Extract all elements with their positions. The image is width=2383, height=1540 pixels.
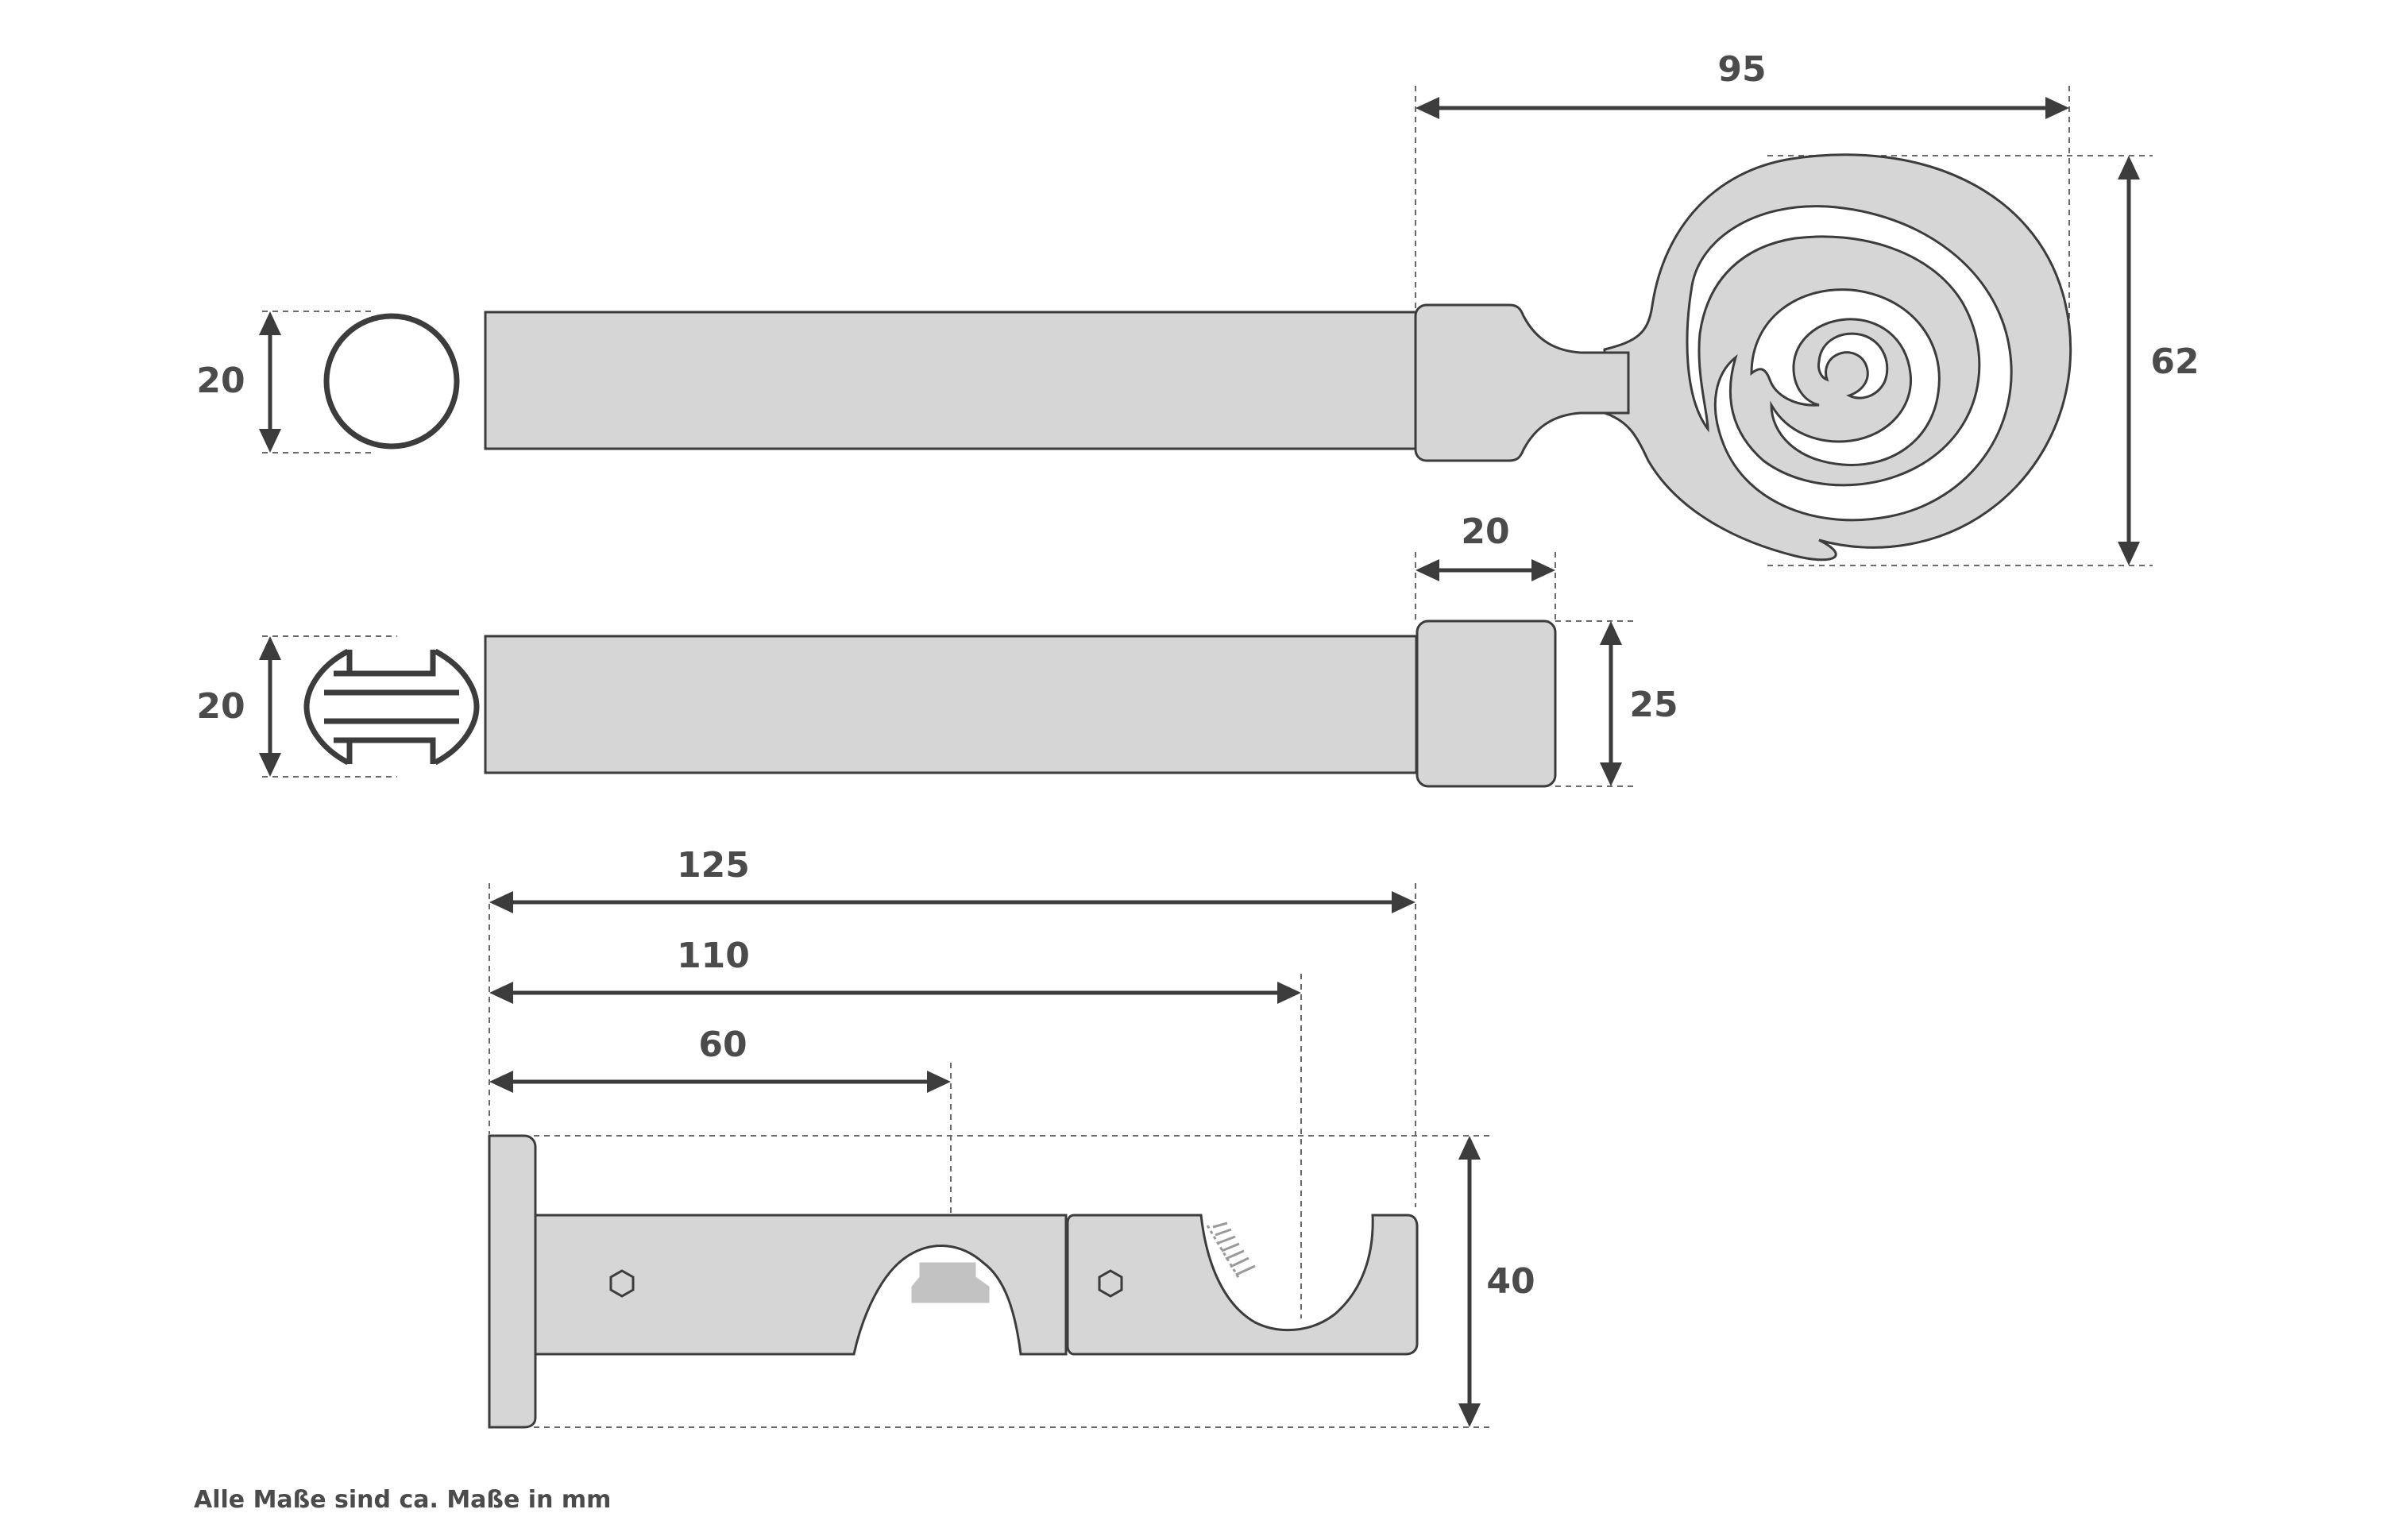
bracket-wall-plate: [488, 1134, 537, 1429]
bracket-spring-clip: [1206, 1222, 1256, 1279]
round-rod-profile: [323, 313, 460, 450]
round-rod-diameter-label: 20: [196, 361, 245, 401]
bracket-assembly: 125 110 60 40: [488, 845, 1535, 1429]
dimension-bracket-height: 40: [1458, 1136, 1535, 1427]
bracket-inner-hook-label: 60: [698, 1025, 747, 1065]
dimension-endcap-height: 25: [1600, 621, 1678, 786]
finial-height-label: 62: [2150, 342, 2199, 382]
bracket-total-label: 125: [677, 845, 750, 886]
round-rod-body: [484, 311, 1418, 450]
end-cap: [1416, 619, 1557, 788]
dimension-bracket-total: 125: [489, 845, 1416, 913]
dimension-round-rod-diameter: 20: [196, 311, 281, 453]
finial-length-label: 95: [1717, 49, 1766, 90]
dimension-bracket-inner-hook: 60: [489, 1025, 951, 1093]
round-rod-assembly: 20 95 62: [196, 49, 2200, 566]
dimension-rail-rod-diameter: 20: [196, 636, 281, 777]
dimension-finial-length: 95: [1416, 49, 2069, 119]
bracket-outer-hook-label: 110: [677, 936, 750, 976]
bracket-inner-arm: [534, 1214, 1068, 1356]
spiral-finial: [1414, 153, 2072, 562]
bracket-outer-arm: [1066, 1214, 1419, 1356]
rail-rod-diameter-label: 20: [196, 686, 245, 727]
dimension-bracket-outer-hook: 110: [489, 936, 1301, 1004]
inner-screw-icon: [609, 1269, 635, 1298]
outer-screw-icon: [1098, 1269, 1123, 1298]
rail-rod-assembly: 20 20 25: [196, 511, 1678, 788]
bracket-inner-rod-seat: [911, 1262, 990, 1303]
dimension-endcap-length: 20: [1416, 511, 1555, 581]
endcap-height-label: 25: [1629, 685, 1678, 725]
rail-rod-profile: [303, 648, 480, 766]
endcap-length-label: 20: [1461, 511, 1509, 552]
bracket-height-label: 40: [1486, 1261, 1535, 1302]
footer-note: Alle Maße sind ca. Maße in mm: [194, 1486, 611, 1514]
dimension-finial-height: 62: [2118, 156, 2200, 565]
rail-rod-body: [484, 635, 1418, 774]
